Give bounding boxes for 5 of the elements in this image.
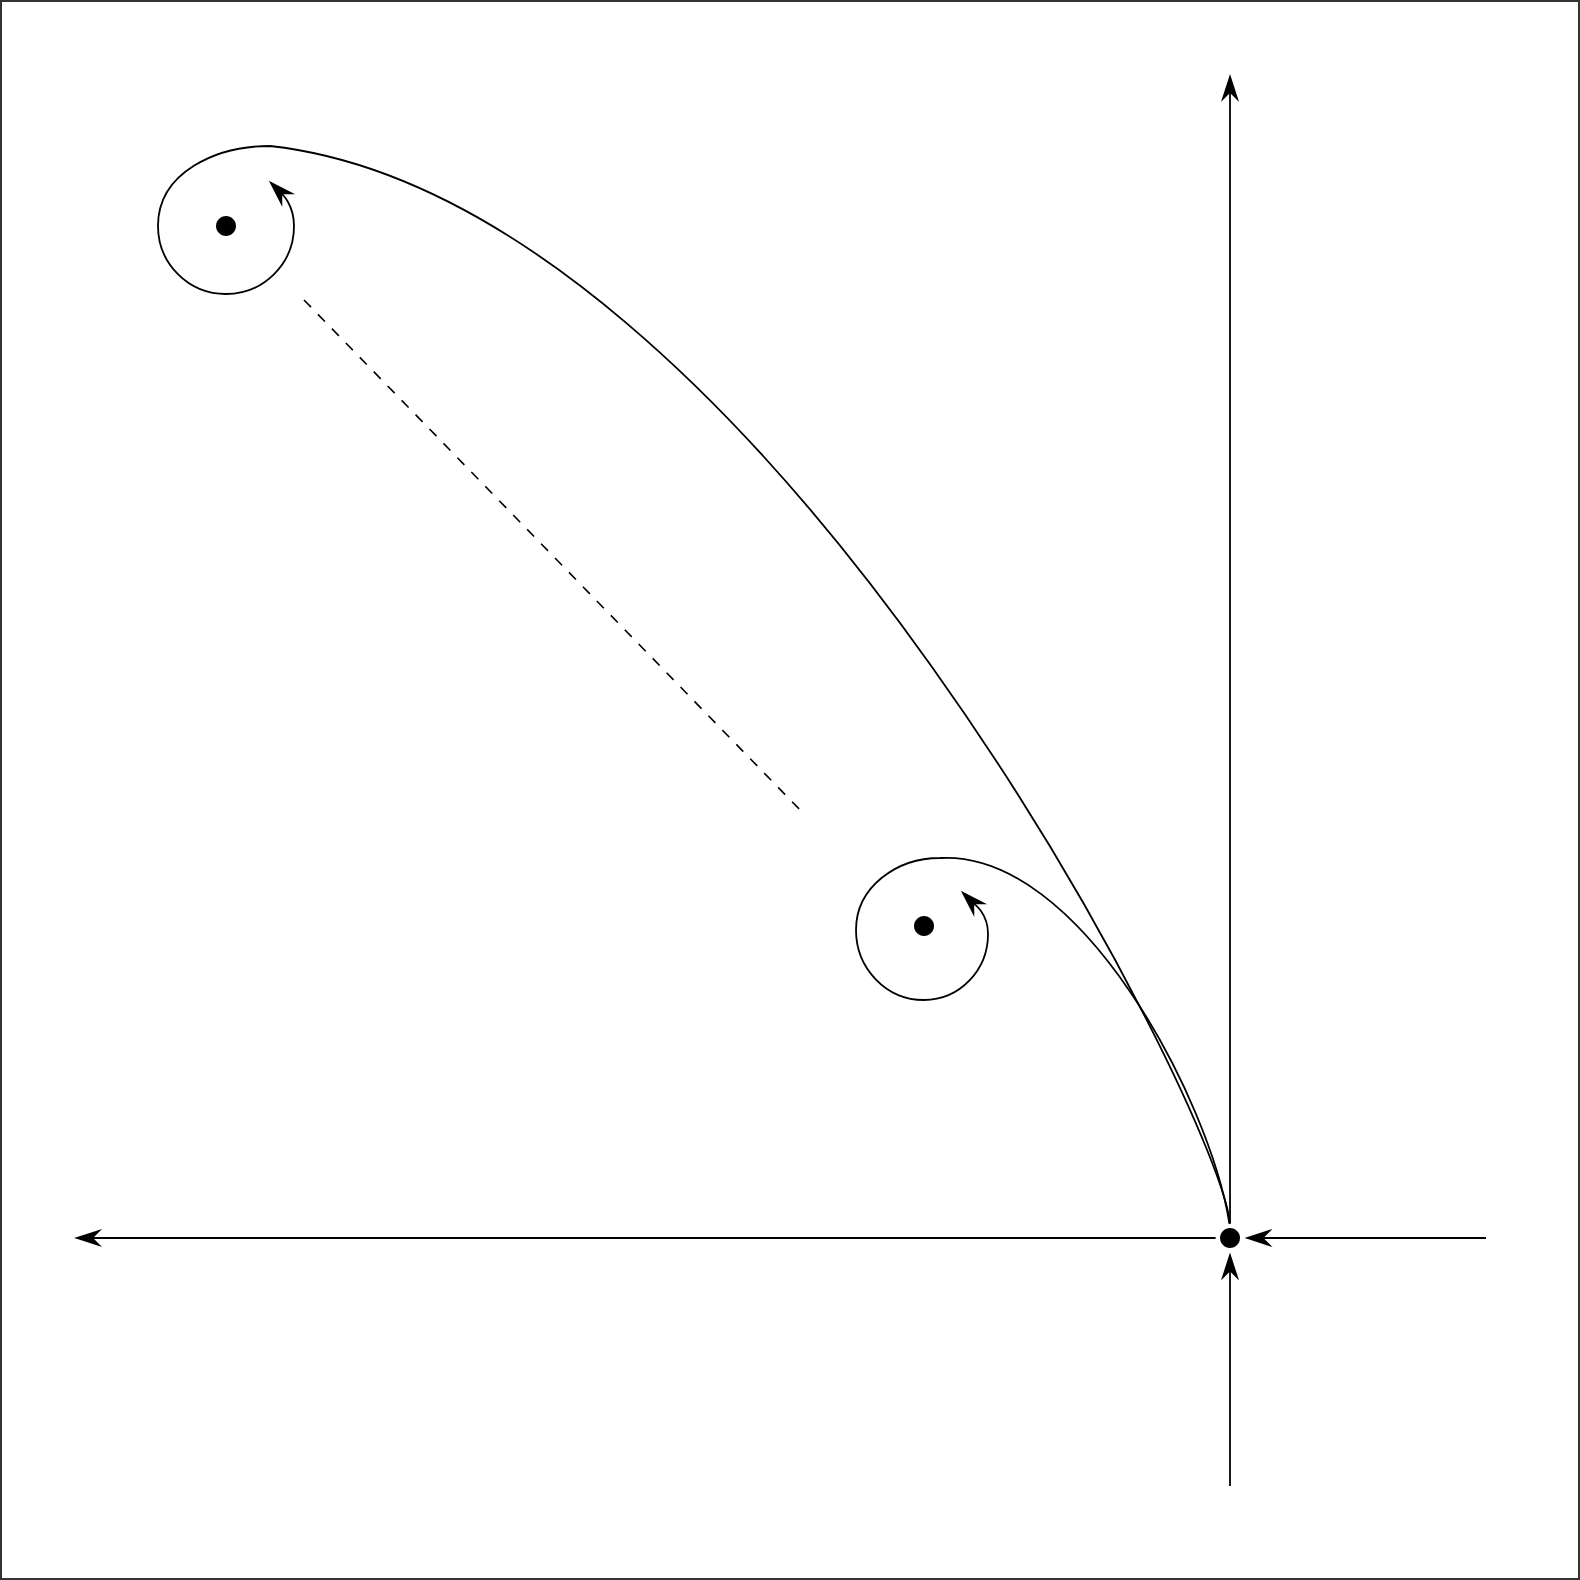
dot [1220, 1228, 1240, 1248]
dot [216, 216, 236, 236]
spiral-arrow [855, 857, 1231, 1225]
spiral-arrow [157, 145, 1231, 1225]
dot [914, 916, 934, 936]
